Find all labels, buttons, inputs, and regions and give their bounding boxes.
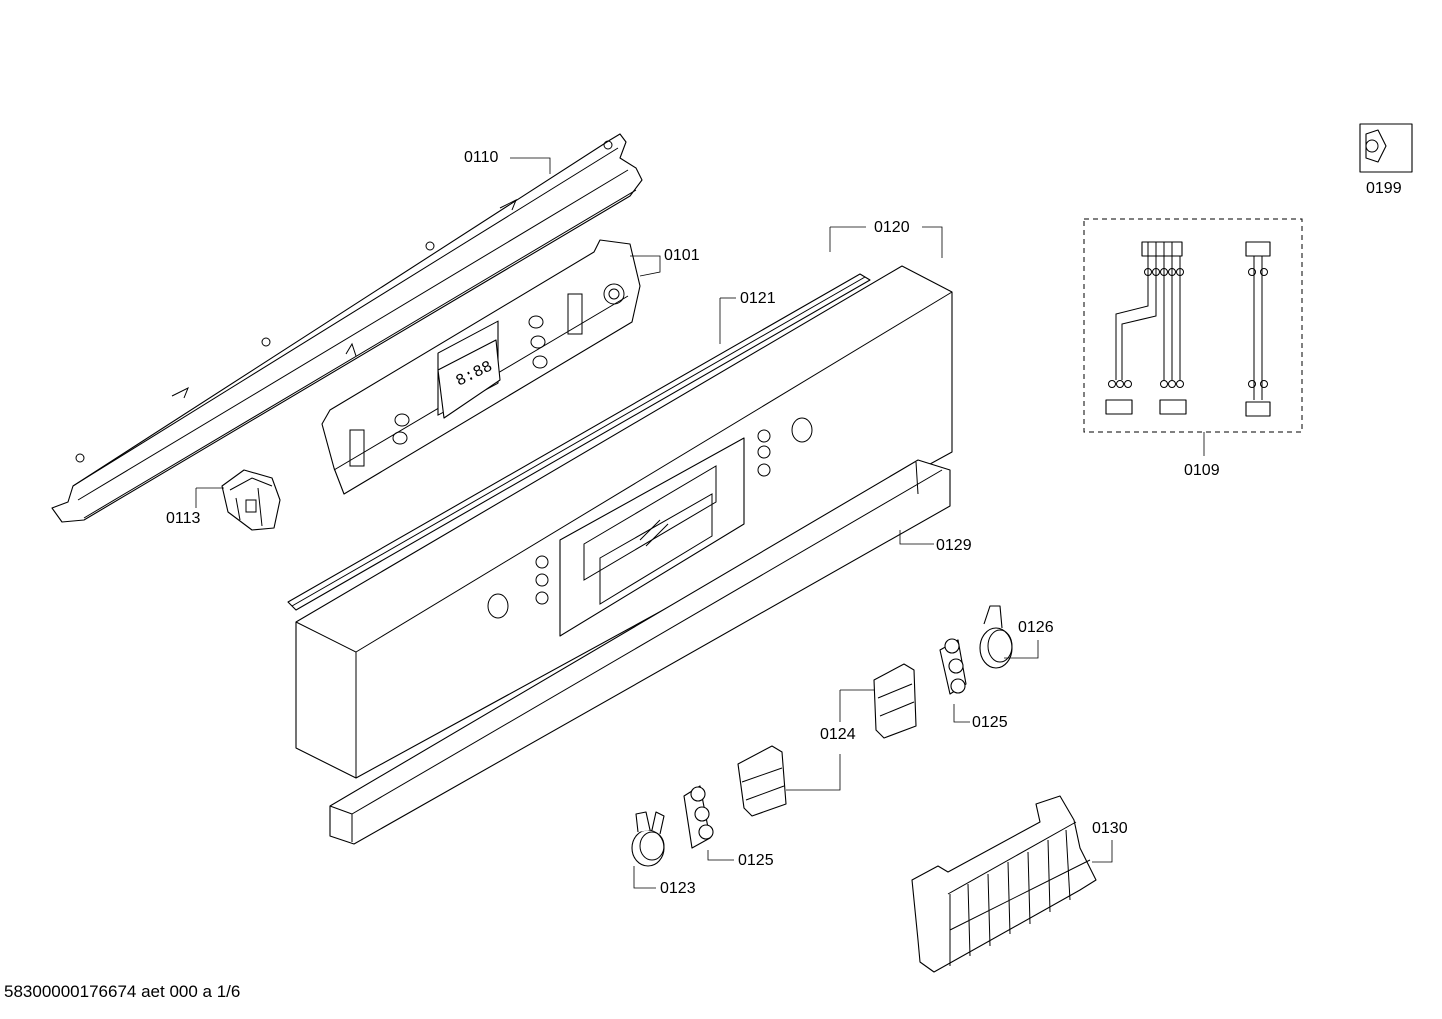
part-0109-wiring-harness <box>1083 218 1303 433</box>
part-0199-nut-icon <box>1359 123 1413 173</box>
document-id: 58300000176674 aet 000 a 1/6 <box>4 982 241 1001</box>
leader-lines <box>195 157 1205 889</box>
part-0125-upper-buttons <box>939 638 967 695</box>
label-0126: 0126 <box>1018 619 1054 636</box>
part-0120-front-panel <box>295 265 953 779</box>
part-0126-rotary-knob <box>979 605 1013 669</box>
part-0129-lower-trim <box>329 459 951 845</box>
label-0121: 0121 <box>740 290 776 307</box>
part-0113-connector-block <box>221 469 281 531</box>
label-0125-upper: 0125 <box>972 714 1008 731</box>
part-0101-control-board: 8:88 <box>321 239 641 495</box>
part-0125-lower-buttons <box>683 785 714 849</box>
part-0110-mounting-rail <box>51 133 643 523</box>
label-0125-lower: 0125 <box>738 852 774 869</box>
label-0199: 0199 <box>1366 180 1402 197</box>
label-0124: 0124 <box>820 726 856 743</box>
part-0130-bracket <box>911 795 1097 973</box>
part-0121-seal-strip <box>287 273 871 611</box>
label-0123: 0123 <box>660 880 696 897</box>
label-0130: 0130 <box>1092 820 1128 837</box>
part-0124-lower-key-block <box>737 745 787 817</box>
part-0123-rotary-knob <box>631 811 665 867</box>
label-0120: 0120 <box>874 219 910 236</box>
label-0101: 0101 <box>664 247 700 264</box>
part-0124-upper-key-block <box>873 663 917 739</box>
label-0113: 0113 <box>166 510 201 527</box>
label-0110: 0110 <box>464 149 499 166</box>
label-0109: 0109 <box>1184 462 1220 479</box>
label-0129: 0129 <box>936 537 972 554</box>
